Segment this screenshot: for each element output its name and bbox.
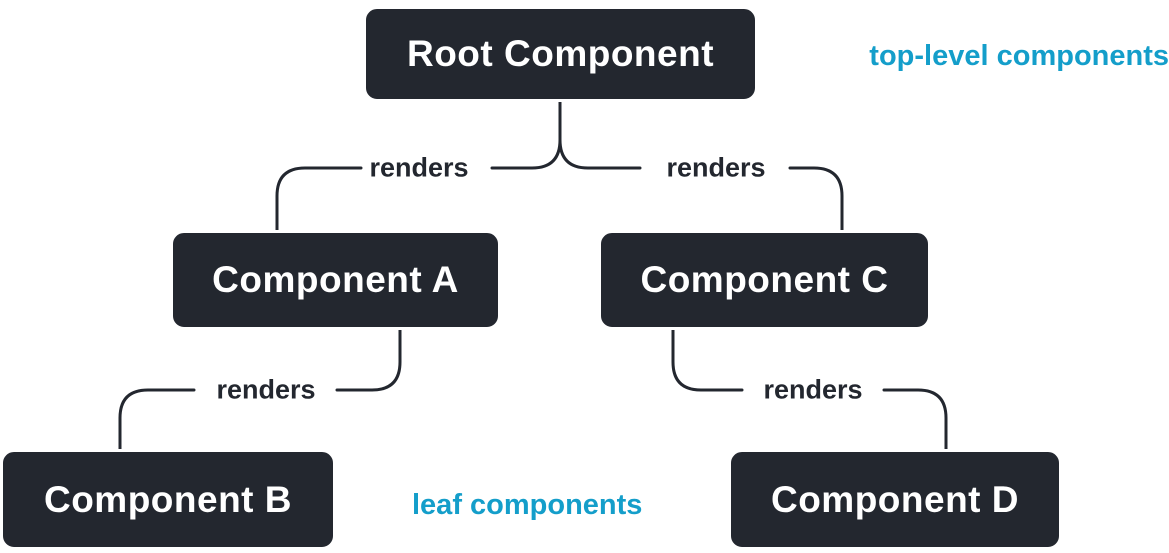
edge-root-to-c-segment-2 bbox=[788, 166, 844, 232]
annotation-leaf-components: leaf components bbox=[412, 489, 643, 521]
edge-root-to-c-segment-1 bbox=[558, 100, 642, 170]
edge-root-to-a-segment-2 bbox=[275, 166, 363, 232]
node-component-b-label: Component B bbox=[43, 478, 293, 520]
node-component-b: Component B bbox=[0, 449, 336, 550]
edge-label-renders-root-a: renders bbox=[369, 152, 469, 183]
edge-label-renders-a-b: renders bbox=[216, 374, 316, 405]
edge-a-to-b-segment-2 bbox=[118, 388, 196, 451]
edge-c-to-d-segment-1 bbox=[671, 328, 744, 392]
node-component-c-label: Component C bbox=[640, 259, 889, 300]
node-component-a: Component A bbox=[170, 230, 501, 330]
node-component-d: Component D bbox=[728, 449, 1062, 550]
edge-label-renders-c-d: renders bbox=[763, 374, 863, 405]
node-component-d-label: Component D bbox=[770, 478, 1020, 520]
node-component-a-label: Component A bbox=[212, 259, 459, 300]
edge-c-to-d-segment-2 bbox=[882, 388, 948, 451]
node-component-c: Component C bbox=[598, 230, 931, 330]
edge-a-to-b-segment-1 bbox=[335, 328, 402, 392]
annotation-top-level-components: top-level components bbox=[869, 40, 1169, 72]
edge-label-renders-root-c: renders bbox=[666, 152, 766, 183]
edge-root-to-a-segment-1 bbox=[490, 100, 562, 170]
node-root-component: Root Component bbox=[363, 6, 758, 102]
node-root-component-label: Root Component bbox=[406, 33, 715, 74]
